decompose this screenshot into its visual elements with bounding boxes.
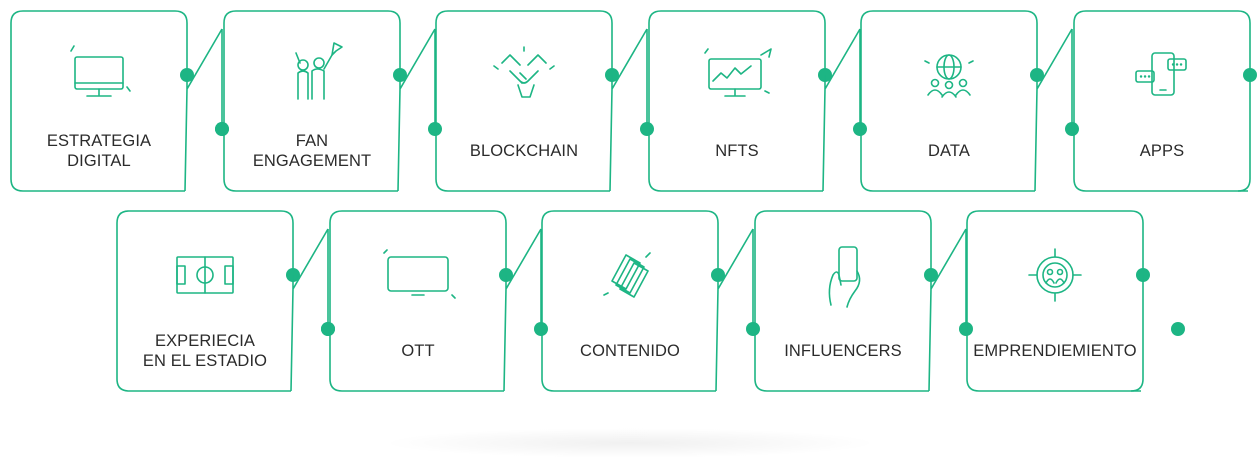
card-label-fan-engagement: FAN ENGAGEMENT <box>252 132 372 170</box>
card-ott <box>329 210 548 392</box>
tv-screen-icon <box>383 249 456 299</box>
floor-shadow <box>380 428 880 458</box>
mobile-chat-icon <box>1135 52 1187 96</box>
card-outline <box>648 10 826 192</box>
hand-phone-icon <box>828 246 861 308</box>
card-outline <box>754 210 932 392</box>
card-blockchain <box>435 10 654 192</box>
card-outline <box>116 210 294 392</box>
card-label-nfts: NFTS <box>715 142 759 160</box>
card-connector <box>184 28 223 192</box>
chart-monitor-icon <box>704 48 772 97</box>
target-group-icon <box>1028 248 1082 302</box>
card-connector <box>1034 28 1073 192</box>
card-fan-engagement <box>223 10 442 192</box>
card-outline <box>1073 10 1251 192</box>
process-diagram: ESTRATEGIA DIGITAL FAN ENGAGEMENT BLOCKCHA… <box>10 10 1257 458</box>
card-influencers <box>754 210 973 392</box>
card-outline <box>541 210 719 392</box>
card-label-contenido: CONTENIDO <box>580 342 680 360</box>
card-nfts <box>648 10 867 192</box>
card-data <box>860 10 1079 192</box>
card-connector <box>822 28 861 192</box>
card-label-influencers: INFLUENCERS <box>784 342 902 360</box>
card-label-ott: OTT <box>401 342 435 360</box>
card-label-estrategia-digital: ESTRATEGIA DIGITAL <box>46 132 152 170</box>
card-label-blockchain: BLOCKCHAIN <box>469 142 579 160</box>
card-label-experiencia-estadio: EXPERIECIA EN EL ESTADIO <box>142 332 268 370</box>
card-apps <box>1073 10 1257 192</box>
card-connector <box>397 28 436 192</box>
card-outline <box>329 210 507 392</box>
card-connector <box>928 228 967 392</box>
input-dot <box>1171 322 1185 336</box>
process-diagram-shapes <box>10 10 1257 392</box>
card-outline <box>860 10 1038 192</box>
card-outline <box>435 10 613 192</box>
card-outline-end <box>1130 275 1144 392</box>
global-community-icon <box>924 54 974 98</box>
soccer-field-icon <box>176 256 234 294</box>
card-connector <box>290 228 329 392</box>
card-outline <box>10 10 188 192</box>
fans-cheering-icon <box>295 42 343 100</box>
handshake-icon <box>493 46 555 98</box>
card-experiencia-estadio <box>116 210 335 392</box>
card-connector <box>715 228 754 392</box>
card-estrategia-digital <box>10 10 229 192</box>
card-contenido <box>541 210 760 392</box>
card-label-apps: APPS <box>1139 142 1185 160</box>
card-outline-end <box>1237 75 1251 192</box>
card-outline <box>223 10 401 192</box>
documents-icon <box>603 252 651 298</box>
card-label-emprendiemiento: EMPRENDIEMIENTO <box>973 342 1137 360</box>
card-connector <box>503 228 542 392</box>
card-label-data: DATA <box>928 142 970 160</box>
monitor-icon <box>70 45 131 97</box>
card-outline <box>966 210 1144 392</box>
card-connector <box>609 28 648 192</box>
card-emprendiemiento <box>966 210 1185 392</box>
